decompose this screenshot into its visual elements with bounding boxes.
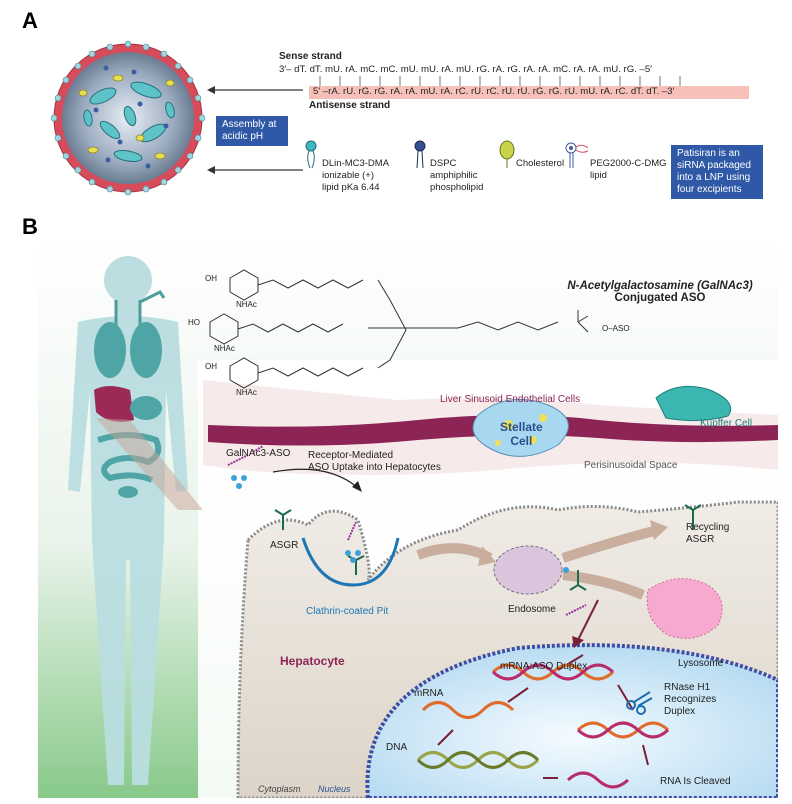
assembly-acidic-ph-box: Assembly at acidic pH [216,116,288,146]
clathrin-pit-label: Clathrin-coated Pit [306,606,389,617]
chem-nhac-label-2: NHAc [214,344,235,353]
dspc-label: DSPC amphiphilic phospholipid [430,158,484,193]
receptor-mediated-label: Receptor-Mediated ASO Uptake into Hepato… [308,450,441,473]
lipid-nanoparticle-illustration [50,40,206,196]
panel-b-letter: B [22,214,38,239]
peg-lipid-label: PEG2000-C-DMG lipid [590,158,667,181]
lysosome-label: Lysosome [678,658,724,669]
panel-a-letter: A [22,8,38,33]
asgr-label: ASGR [270,540,299,551]
chem-aso-end-label: O–ASO [602,324,630,333]
rnase-h1-label: RNase H1 Recognizes Duplex [664,682,717,717]
assembly-arrows [207,86,303,174]
liver-endothelial-label: Liver Sinusoid Endothelial Cells [440,394,581,405]
chem-nhac-label-3: NHAc [236,388,257,397]
mrna-label: mRNA [414,688,444,699]
endosome-label: Endosome [508,604,556,615]
kupffer-cell-label: Kupffer Cell [700,418,753,429]
cytoplasm-label: Cytoplasm [258,784,301,794]
dspc-phospholipid-icon [414,140,426,169]
chem-oh-label-3: OH [205,362,217,371]
galnac-aso-pathway-illustration [38,240,778,798]
nucleus-label: Nucleus [318,784,351,794]
recycling-asgr-label: Recycling ASGR [686,522,730,545]
strand-base-pair-ticks [319,76,681,86]
ionizable-lipid-label: DLin-MC3-DMA ionizable (+) lipid pKa 6.4… [322,158,390,193]
patisiran-description-box: Patisiran is an siRNA packaged into a LN… [671,145,763,199]
antisense-sequence: 5′ –rA. rU. rG. rG. rA. rA. mU. rA. rC. … [313,86,675,97]
chem-ho-label-2: HO [188,318,200,327]
hepatocyte-label: Hepatocyte [280,654,345,668]
cholesterol-label: Cholesterol [516,158,565,169]
galnac-title: N-Acetylgalactosamine (GalNAc3) Conjugat… [567,280,753,304]
rna-cleaved-label: RNA Is Cleaved [660,776,731,787]
cholesterol-icon [499,140,515,168]
stellate-cell-label: Stellate Cell [500,420,543,448]
chem-nhac-label-1: NHAc [236,300,257,309]
peg-lipid-icon [565,142,589,168]
chem-oh-label-1: OH [205,274,217,283]
dna-label: DNA [386,742,408,753]
sense-strand-label: Sense strand [279,51,342,62]
mrna-aso-duplex-label: mRNA:ASO Duplex [500,661,588,672]
antisense-strand-highlight [309,86,749,99]
galnac-aso-label: GalNAc3-ASO [226,448,291,459]
antisense-strand-label: Antisense strand [309,100,391,111]
sense-sequence: 3′– dT. dT. mU. rA. mC. mC. mU. mU. rA. … [279,64,652,75]
perisinusoidal-space-label: Perisinusoidal Space [584,460,678,471]
ionizable-lipid-icon [305,140,317,169]
